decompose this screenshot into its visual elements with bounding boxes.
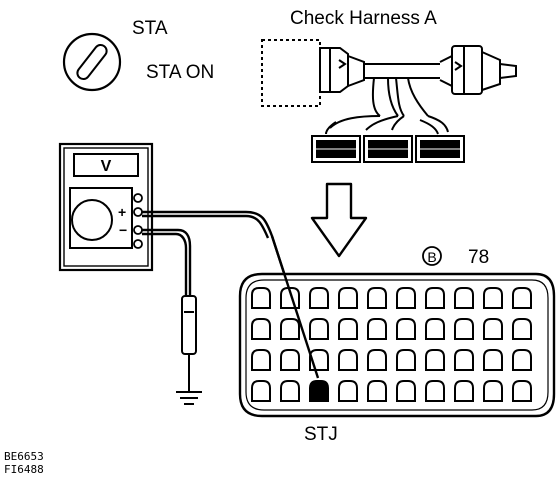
stj-pin: [309, 380, 329, 402]
check-harness: [261, 39, 517, 135]
connector-pin: [367, 287, 387, 309]
connector-id-badge: [422, 246, 442, 266]
voltmeter: [58, 142, 154, 272]
connector-pin: [280, 349, 300, 371]
down-arrow-icon: [310, 182, 368, 258]
voltmeter-dial: [71, 199, 113, 241]
voltmeter-display-label: V: [101, 158, 112, 175]
connector-pin: [396, 318, 416, 340]
connector-pin: [251, 380, 271, 402]
connector-pins: [251, 287, 532, 402]
connector-pin: [483, 318, 503, 340]
figure-code-1: BE6653: [4, 450, 44, 463]
connector-pin: [338, 349, 358, 371]
connector-pin: [367, 349, 387, 371]
connector-pin: [512, 287, 532, 309]
connector-pin: [251, 349, 271, 371]
connector-pin: [454, 287, 474, 309]
connector-pin: [396, 349, 416, 371]
connector-pin: [396, 380, 416, 402]
connector-pin: [338, 318, 358, 340]
connector-pin: [454, 318, 474, 340]
connector-id-number: 78: [468, 247, 489, 268]
connector-pin: [512, 380, 532, 402]
connector-pin: [396, 287, 416, 309]
connector-pin: [280, 318, 300, 340]
connector-pin: [251, 287, 271, 309]
connector-pin: [483, 380, 503, 402]
connector-id-symbol: B: [427, 249, 436, 265]
connector-pin: [512, 318, 532, 340]
connector-pin: [251, 318, 271, 340]
connector-pin: [367, 380, 387, 402]
connector-pin: [425, 380, 445, 402]
connector-pin: [454, 349, 474, 371]
positive-terminal: [133, 207, 143, 217]
voltmeter-display: [73, 153, 139, 177]
connector-pin: [367, 318, 387, 340]
connector-pin: [309, 318, 329, 340]
connector-pin: [309, 287, 329, 309]
ground-probe: [181, 295, 197, 392]
sta-label: STA: [132, 18, 168, 39]
sta-on-label: STA ON: [146, 62, 214, 83]
figure-code-2: FI6488: [4, 463, 44, 476]
connector-pin: [280, 380, 300, 402]
connector-pin: [483, 349, 503, 371]
ground-icon: [176, 391, 202, 405]
connector-pin: [425, 287, 445, 309]
minus-sign: −: [119, 222, 127, 238]
connector-pin: [512, 349, 532, 371]
connector-pin: [454, 380, 474, 402]
connector-pin: [338, 287, 358, 309]
negative-terminal: [133, 225, 143, 235]
plus-sign: +: [118, 204, 126, 220]
stj-label: STJ: [304, 424, 338, 445]
harness-title: Check Harness A: [290, 8, 437, 29]
connector-pin: [425, 318, 445, 340]
test-probe-tip: [270, 235, 320, 379]
test-leads: [142, 210, 320, 379]
ignition-switch: [62, 32, 122, 92]
ecu-outline: [261, 39, 321, 107]
connector-pin: [483, 287, 503, 309]
connector-pin: [425, 349, 445, 371]
connector-b78: [238, 272, 556, 418]
connector-pin: [338, 380, 358, 402]
harness-connectors: [311, 135, 465, 163]
